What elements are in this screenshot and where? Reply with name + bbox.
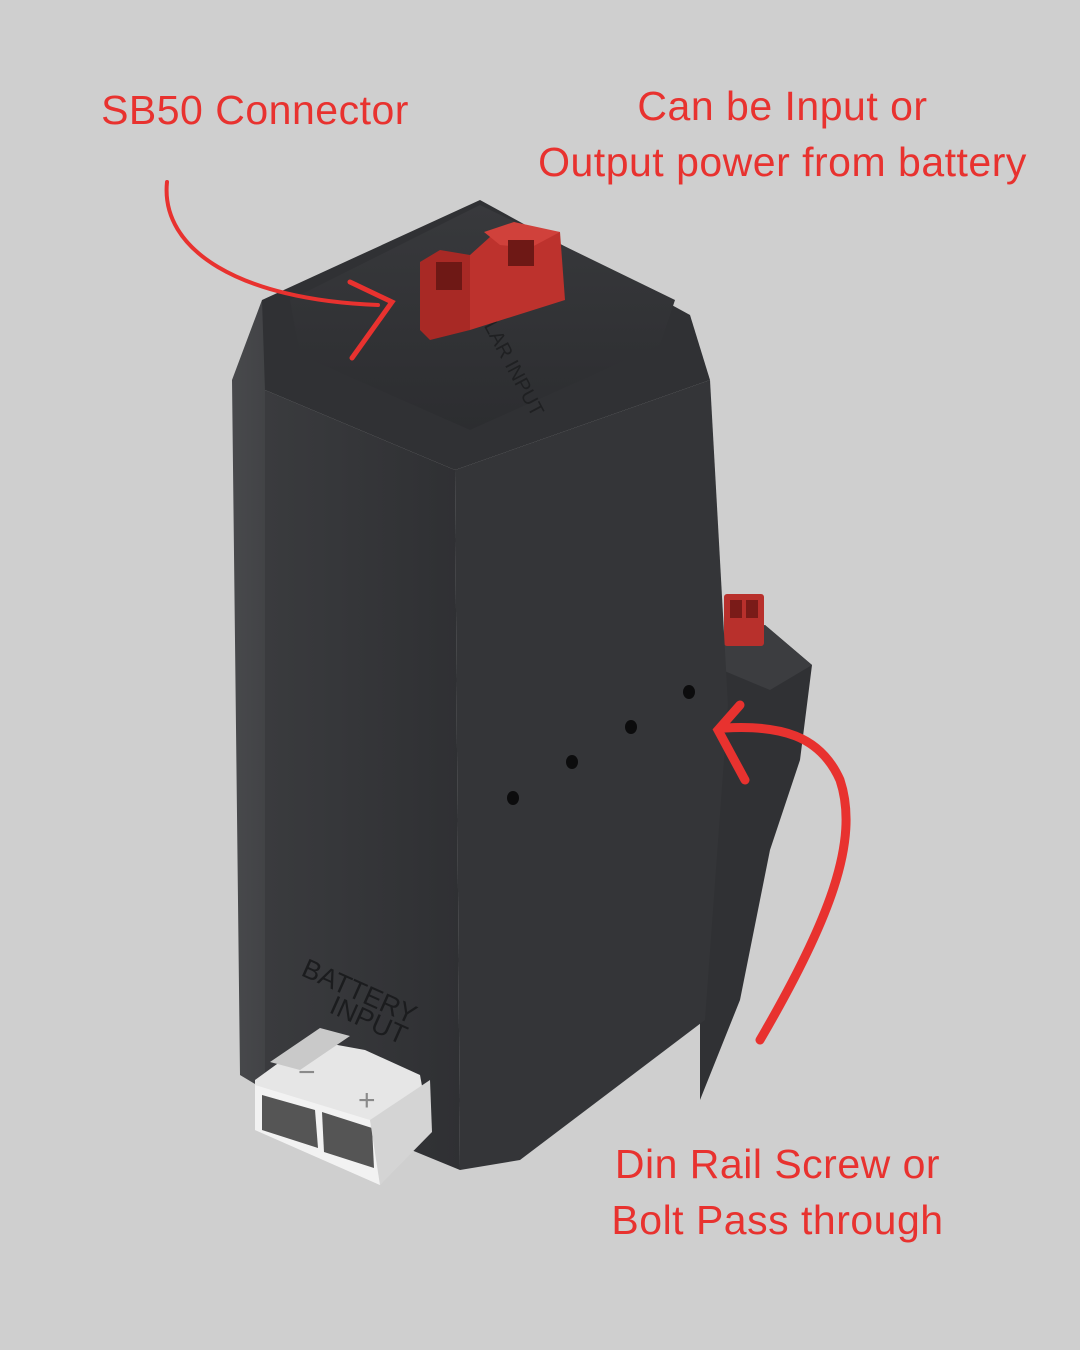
plus-symbol: + [358,1084,376,1117]
housing-right-face [455,380,728,1170]
mount-hole-4 [683,685,695,699]
mount-hole-1 [507,791,519,805]
housing-front-face [265,390,460,1170]
battery-connector: − + [255,1028,432,1185]
annotation-io-line-1: Can be Input or [637,83,928,129]
housing-left-face [232,300,300,1090]
annotation-din-line-2: Bolt Pass through [611,1197,944,1243]
annotation-io-power: Can be Input or Output power from batter… [505,78,1060,190]
annotation-din-rail: Din Rail Screw or Bolt Pass through [585,1136,970,1248]
annotation-din-line-1: Din Rail Screw or [614,1141,941,1187]
rear-connector [724,594,764,646]
arrow-sb50 [164,180,396,361]
minus-symbol: − [298,1056,316,1089]
arrow-din-rail [712,700,851,1045]
annotation-io-line-2: Output power from battery [538,139,1027,185]
mount-hole-2 [566,755,578,769]
mount-hole-3 [625,720,637,734]
annotation-sb50-line-1: SB50 Connector [101,87,409,133]
sb50-connector [420,222,565,340]
annotation-sb50: SB50 Connector [80,82,430,138]
